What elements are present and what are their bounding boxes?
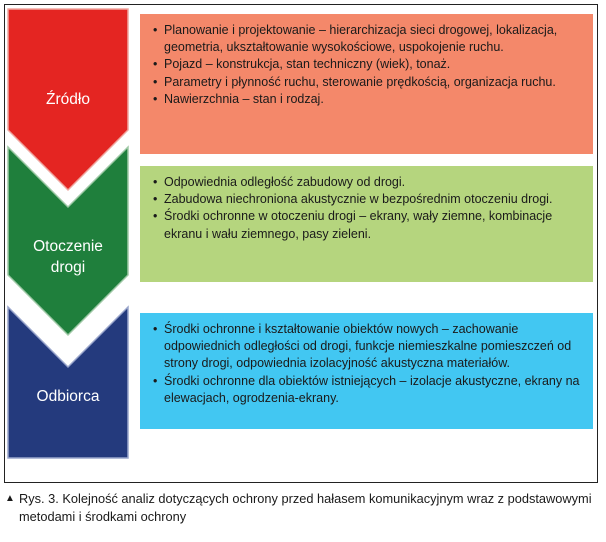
list-item: Planowanie i projektowanie – hierarchiza… xyxy=(152,22,583,56)
list-item: Pojazd – konstrukcja, stan techniczny (w… xyxy=(152,56,583,73)
list-item: Środki ochronne i kształtowanie obiektów… xyxy=(152,321,583,373)
list-item: Odpowiednia odległość zabudowy od drogi. xyxy=(152,174,583,191)
list-item: Nawierzchnia – stan i rodzaj. xyxy=(152,91,583,108)
chevron-zrodlo xyxy=(7,8,129,192)
caption-text: Rys. 3. Kolejność analiz dotyczących och… xyxy=(19,491,592,524)
stage-box-zrodlo: Planowanie i projektowanie – hierarchiza… xyxy=(140,14,593,154)
stage-label-otoczenie-drogi: Otoczenie drogi xyxy=(8,236,128,278)
stage-box-otoczenie-drogi: Odpowiednia odległość zabudowy od drogi.… xyxy=(140,166,593,282)
chevron-odbiorca xyxy=(7,305,129,459)
stage-box-odbiorca: Środki ochronne i kształtowanie obiektów… xyxy=(140,313,593,429)
chevron-otoczenie-drogi xyxy=(7,145,129,337)
caption-marker-icon: ▲ xyxy=(5,493,15,504)
stage-label-odbiorca: Odbiorca xyxy=(36,388,100,405)
figure-caption: ▲ Rys. 3. Kolejność analiz dotyczących o… xyxy=(5,490,597,525)
stage-label-line: Otoczenie xyxy=(33,238,103,255)
list-item: Środki ochronne w otoczeniu drogi – ekra… xyxy=(152,208,583,242)
stage-label-zrodlo: Źródło xyxy=(46,91,90,108)
stage-label-line: drogi xyxy=(50,259,86,276)
diagram-frame xyxy=(4,4,598,483)
chevron-column xyxy=(7,8,129,459)
list-item: Zabudowa niechroniona akustycznie w bezp… xyxy=(152,191,583,208)
list-item: Parametry i płynność ruchu, sterowanie p… xyxy=(152,74,583,91)
list-item: Środki ochronne dla obiektów istniejącyc… xyxy=(152,373,583,407)
